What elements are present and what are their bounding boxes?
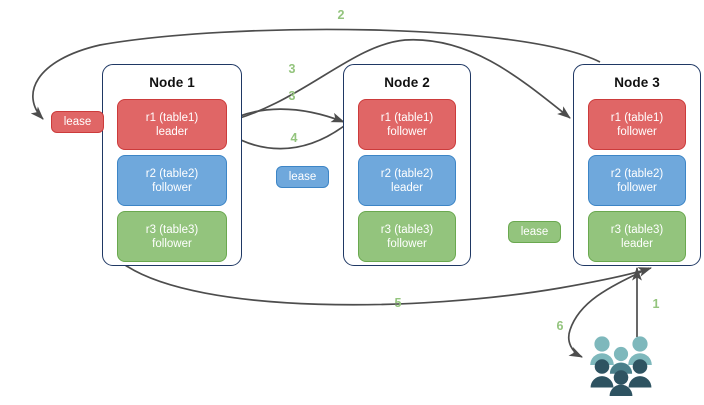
range-role: leader bbox=[391, 181, 423, 194]
range-r2[interactable]: r2 (table2) follower bbox=[117, 155, 227, 206]
lease-badge-blue[interactable]: lease bbox=[276, 166, 329, 188]
node-card-2[interactable]: Node 2 r1 (table1) follower r2 (table2) … bbox=[343, 64, 471, 266]
step-label-2: 2 bbox=[337, 8, 345, 22]
range-name: r3 (table3) bbox=[610, 223, 664, 236]
lease-badge-red[interactable]: lease bbox=[51, 111, 104, 133]
lease-badge-green[interactable]: lease bbox=[508, 221, 561, 243]
range-role: follower bbox=[152, 181, 192, 194]
range-r2[interactable]: r2 (table2) follower bbox=[588, 155, 686, 206]
range-role: leader bbox=[156, 125, 188, 138]
range-name: r2 (table2) bbox=[145, 167, 199, 180]
range-name: r1 (table1) bbox=[610, 111, 664, 124]
node-title: Node 3 bbox=[614, 75, 660, 90]
step-label-3-lower: 3 bbox=[288, 89, 296, 103]
range-name: r1 (table1) bbox=[380, 111, 434, 124]
range-r1[interactable]: r1 (table1) leader bbox=[117, 99, 227, 150]
node-title: Node 2 bbox=[384, 75, 430, 90]
range-r2[interactable]: r2 (table2) leader bbox=[358, 155, 456, 206]
range-role: follower bbox=[387, 125, 427, 138]
range-r3[interactable]: r3 (table3) leader bbox=[588, 211, 686, 262]
range-name: r2 (table2) bbox=[380, 167, 434, 180]
range-role: follower bbox=[152, 237, 192, 250]
range-r3[interactable]: r3 (table3) follower bbox=[358, 211, 456, 262]
range-r1[interactable]: r1 (table1) follower bbox=[358, 99, 456, 150]
step-label-1: 1 bbox=[652, 297, 660, 311]
node-card-3[interactable]: Node 3 r1 (table1) follower r2 (table2) … bbox=[573, 64, 701, 266]
node-title: Node 1 bbox=[149, 75, 195, 90]
range-role: follower bbox=[387, 237, 427, 250]
range-name: r2 (table2) bbox=[610, 167, 664, 180]
step-label-6: 6 bbox=[556, 319, 564, 333]
range-r3[interactable]: r3 (table3) follower bbox=[117, 211, 227, 262]
range-role: follower bbox=[617, 125, 657, 138]
edge-5 bbox=[124, 264, 652, 306]
range-name: r3 (table3) bbox=[380, 223, 434, 236]
step-label-4: 4 bbox=[290, 131, 298, 145]
range-name: r3 (table3) bbox=[145, 223, 199, 236]
range-name: r1 (table1) bbox=[145, 111, 199, 124]
range-role: leader bbox=[621, 237, 653, 250]
node-card-1[interactable]: Node 1 r1 (table1) leader r2 (table2) fo… bbox=[102, 64, 242, 266]
range-role: follower bbox=[617, 181, 657, 194]
people-group-icon bbox=[588, 334, 658, 396]
step-label-3-upper: 3 bbox=[288, 62, 296, 76]
range-r1[interactable]: r1 (table1) follower bbox=[588, 99, 686, 150]
step-label-5: 5 bbox=[394, 296, 402, 310]
